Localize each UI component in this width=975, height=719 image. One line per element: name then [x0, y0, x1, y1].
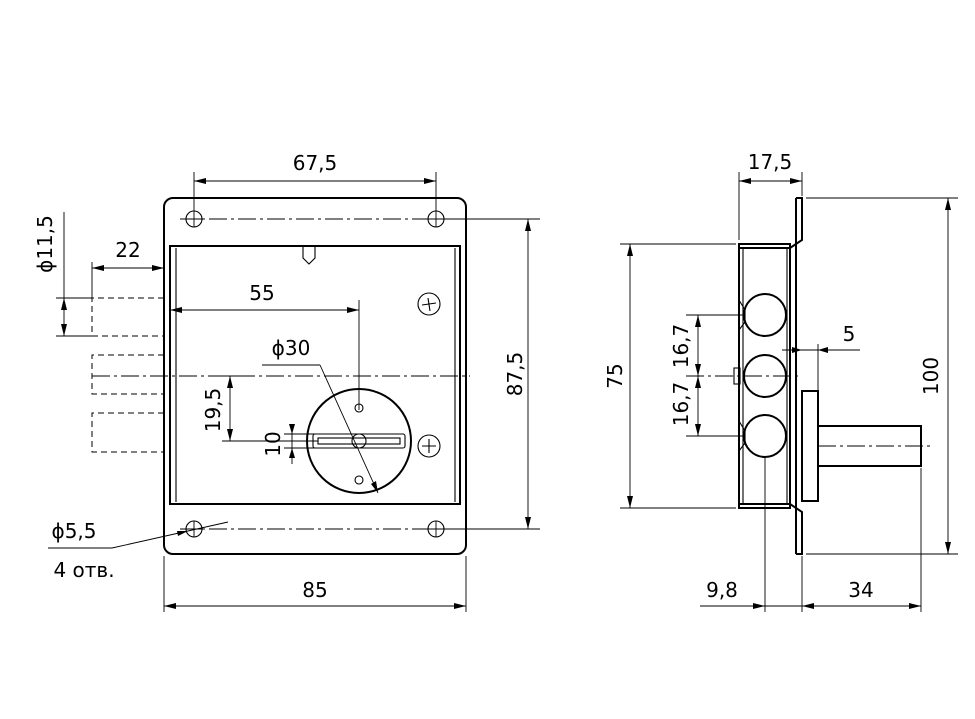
dim-total-height: 100	[919, 357, 943, 395]
key-cylinder	[306, 300, 412, 494]
key-slot	[312, 433, 406, 449]
front-view: 67,5 85 87,5 22 ϕ11,5 55 ϕ30	[33, 151, 540, 612]
dim-top-holes: 67,5	[293, 151, 338, 175]
dim-backset: 55	[249, 281, 274, 305]
dim-case-depth: 9,8	[706, 578, 738, 602]
dim-bolt-dia: ϕ11,5	[33, 215, 57, 273]
dim-width: 85	[302, 578, 327, 602]
dim-vertical-offset: 19,5	[201, 388, 225, 433]
dim-bolt-pitch-lower: 16,7	[669, 382, 693, 427]
mounting-holes	[185, 210, 445, 538]
dim-spindle-offset: 5	[843, 322, 856, 346]
dim-bolt-throw: 22	[115, 238, 140, 262]
flange-bottom	[739, 503, 803, 555]
cylinder-boss	[801, 390, 819, 502]
dim-height-holes: 87,5	[503, 352, 527, 397]
dim-hole-dia: ϕ5,5	[52, 519, 97, 543]
bolt-heads	[733, 293, 787, 458]
case-body-outline	[169, 245, 461, 505]
flange-top	[739, 197, 803, 249]
screw	[417, 292, 441, 316]
dim-spindle-length: 34	[848, 578, 873, 602]
dim-bolt-pitch-upper: 16,7	[669, 324, 693, 369]
screw	[417, 434, 441, 458]
dim-slot: 10	[261, 431, 285, 456]
hole-crosshairs	[186, 211, 444, 537]
hole-count-note: 4 отв.	[53, 558, 114, 582]
dim-flange-depth: 17,5	[748, 150, 793, 174]
bolts-hidden	[91, 297, 164, 453]
dim-body-height: 75	[603, 363, 627, 388]
top-notch	[302, 246, 316, 265]
dim-cylinder-dia: ϕ30	[272, 336, 311, 360]
side-view: 17,5 75 16,7 16,7 5 100 9,8 34	[603, 150, 958, 612]
